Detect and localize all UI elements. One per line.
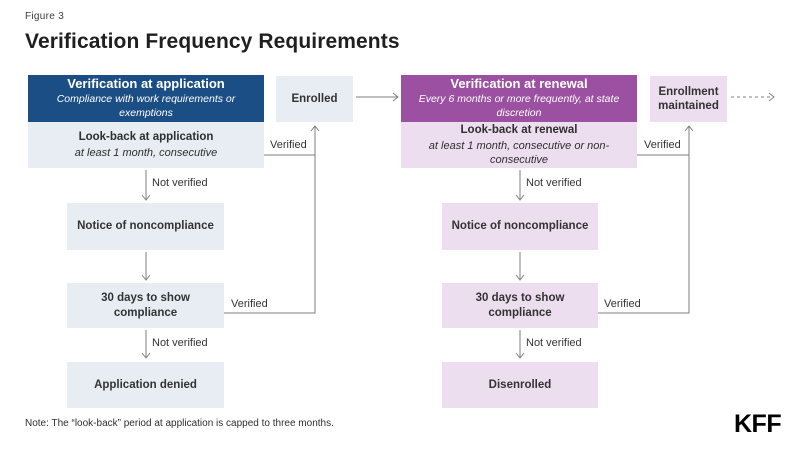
application-thirty-days-text: 30 days to show compliance (101, 292, 190, 319)
arrow-enrollment-continues (731, 92, 775, 102)
renewal-header-subtitle: Every 6 months or more frequently, at st… (418, 93, 620, 120)
kff-logo: KFF (734, 410, 782, 438)
enrollment-maintained-box: Enrollment maintained (650, 76, 727, 122)
arrow-down-renewal-1 (515, 170, 525, 201)
application-header-box: Verification at application Compliance w… (28, 75, 264, 122)
footnote: Note: The “look-back” period at applicat… (25, 418, 334, 429)
application-notice-box: Notice of noncompliance (67, 203, 224, 250)
renewal-header-box: Verification at renewal Every 6 months o… (401, 75, 637, 122)
renewal-thirty-days-text: 30 days to show compliance (475, 292, 565, 319)
renewal-disenrolled-text: Disenrolled (488, 378, 552, 391)
renewal-lookback-subtitle: at least 1 month, consecutive or non-con… (428, 139, 610, 166)
page-title: Verification Frequency Requirements (25, 30, 400, 53)
application-header-title: Verification at application (67, 76, 225, 92)
renewal-not-verified-label-1: Not verified (526, 177, 582, 189)
enrollment-maintained-text: Enrollment maintained (658, 85, 719, 112)
renewal-verified-lookback-label: Verified (644, 139, 681, 151)
application-header-subtitle: Compliance with work requirements or exe… (56, 93, 236, 120)
renewal-thirty-days-box: 30 days to show compliance (442, 283, 598, 328)
application-denied-box: Application denied (67, 362, 224, 408)
app-not-verified-label-1: Not verified (152, 177, 208, 189)
application-notice-text: Notice of noncompliance (77, 220, 214, 233)
renewal-notice-text: Notice of noncompliance (451, 220, 589, 233)
renewal-notice-box: Notice of noncompliance (442, 203, 598, 250)
application-thirty-days-box: 30 days to show compliance (67, 283, 224, 328)
application-lookback-box: Look-back at application at least 1 mont… (28, 122, 264, 168)
enrolled-text: Enrolled (291, 92, 338, 105)
application-lookback-title: Look-back at application (78, 130, 214, 143)
application-denied-text: Application denied (94, 378, 197, 391)
app-not-verified-label-2: Not verified (152, 337, 208, 349)
enrolled-box: Enrolled (276, 76, 353, 122)
arrow-enrolled-to-renewal (356, 92, 399, 102)
renewal-header-title: Verification at renewal (450, 76, 588, 92)
arrow-down-renewal-3 (515, 330, 525, 359)
arrow-down-app-3 (141, 330, 151, 359)
arrow-down-app-1 (141, 170, 151, 201)
renewal-not-verified-label-2: Not verified (526, 337, 582, 349)
app-verified-thirty-label: Verified (231, 298, 268, 310)
renewal-lookback-box: Look-back at renewal at least 1 month, c… (401, 122, 637, 168)
renewal-verified-thirty-label: Verified (604, 298, 641, 310)
application-lookback-subtitle: at least 1 month, consecutive (74, 146, 218, 159)
renewal-disenrolled-box: Disenrolled (442, 362, 598, 408)
app-verified-lookback-label: Verified (270, 139, 307, 151)
arrow-down-app-2 (141, 252, 151, 281)
arrow-down-renewal-2 (515, 252, 525, 281)
figure-number-label: Figure 3 (25, 11, 65, 22)
renewal-lookback-title: Look-back at renewal (460, 123, 578, 136)
